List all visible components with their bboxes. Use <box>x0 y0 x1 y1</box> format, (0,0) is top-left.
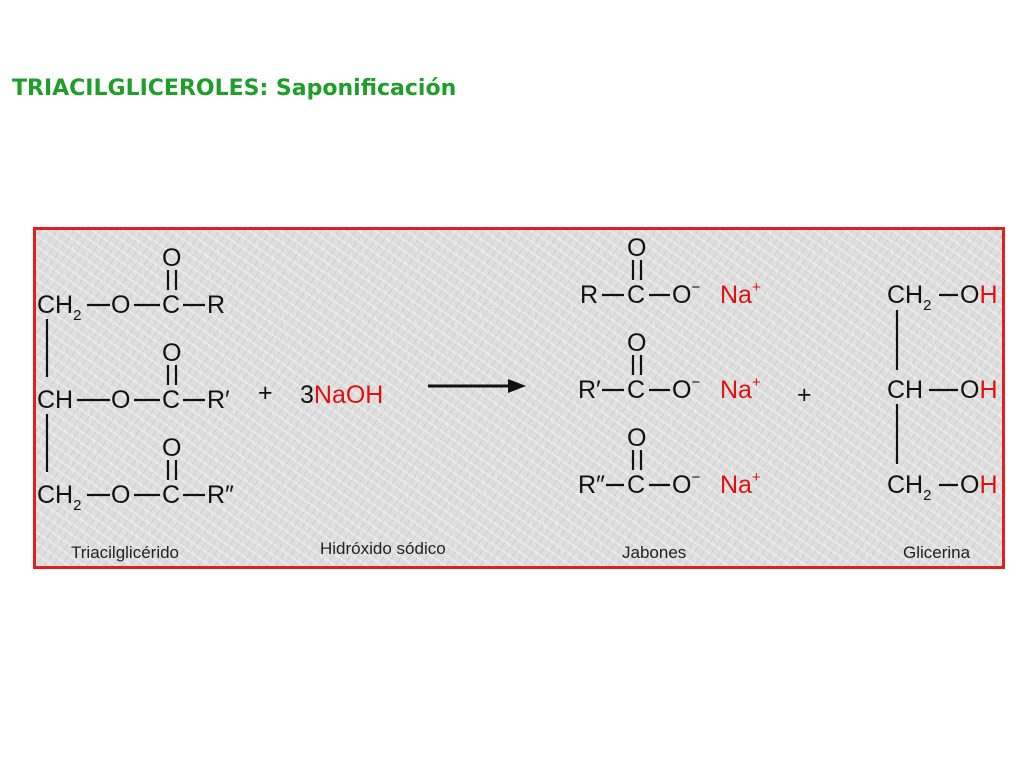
carbonyl-oxygen: O <box>627 234 646 262</box>
sodium-cation: Na+ <box>720 374 761 404</box>
carbonyl-oxygen: O <box>162 434 181 462</box>
r-group: R′ <box>578 376 601 404</box>
reaction-panel <box>33 227 1005 569</box>
carbonyl-oxygen: O <box>627 329 646 357</box>
ch2-group: CH2 <box>37 481 81 514</box>
r-group: R″ <box>578 471 605 499</box>
carboxylate-oxygen: O− <box>672 279 700 309</box>
caption-triglyceride: Triacilglicérido <box>71 543 179 562</box>
soaps: R C O− O Na+ R′ C O− O Na+ R″ C O− O Na+ <box>578 234 761 499</box>
carboxylate-oxygen: O− <box>672 374 700 404</box>
carboxylate-oxygen: O− <box>672 469 700 499</box>
carbonyl-oxygen: O <box>162 244 181 272</box>
carbonyl-carbon: C <box>162 386 180 414</box>
carboxyl-carbon: C <box>627 471 645 499</box>
ch2-group: CH2 <box>37 291 81 324</box>
r-group: R <box>580 281 598 309</box>
slide-title: TRIACILGLICEROLES: Saponificación <box>12 76 457 101</box>
hydroxyl-group: OH <box>960 376 998 404</box>
r-group: R <box>207 291 225 319</box>
carbonyl-oxygen: O <box>162 339 181 367</box>
ester-oxygen: O <box>111 386 130 414</box>
r-group: R″ <box>207 481 234 509</box>
carbonyl-carbon: C <box>162 291 180 319</box>
triglyceride: CH2 O C R O CH O C R′ O CH2 O C R″ O <box>37 244 234 514</box>
ch-group: CH <box>37 386 73 414</box>
sodium-cation: Na+ <box>720 279 761 309</box>
hydroxyl-group: OH <box>960 471 998 499</box>
glycerol: CH2 OH CH OH CH2 OH <box>887 281 998 504</box>
carbonyl-oxygen: O <box>627 424 646 452</box>
caption-glycerol: Glicerina <box>903 543 971 562</box>
naoh-reagent: 3NaOH <box>300 381 383 409</box>
ch-group: CH <box>887 376 923 404</box>
ester-oxygen: O <box>111 291 130 319</box>
ch2-group: CH2 <box>887 281 931 314</box>
plus-sign: + <box>258 379 273 407</box>
carboxyl-carbon: C <box>627 281 645 309</box>
ester-oxygen: O <box>111 481 130 509</box>
carbonyl-carbon: C <box>162 481 180 509</box>
plus-sign: + <box>797 381 812 409</box>
caption-hydroxide: Hidróxido sódico <box>320 539 446 558</box>
right-arrow-icon <box>428 379 526 393</box>
sodium-cation: Na+ <box>720 469 761 499</box>
carboxyl-carbon: C <box>627 376 645 404</box>
ch2-group: CH2 <box>887 471 931 504</box>
caption-soaps: Jabones <box>622 543 686 562</box>
r-group: R′ <box>207 386 230 414</box>
hydroxyl-group: OH <box>960 281 998 309</box>
